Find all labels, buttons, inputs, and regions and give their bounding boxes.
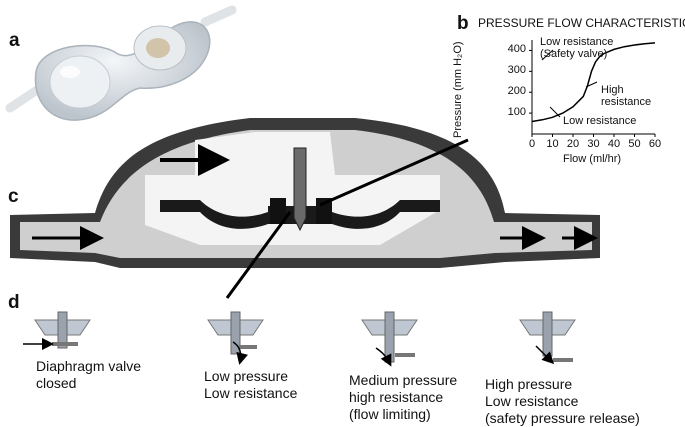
x-tick-label: 10 [546, 138, 559, 150]
valve-cross-section [10, 118, 600, 299]
chart-y-axis-label: Pressure (mm H₂O) [452, 41, 464, 138]
panel-label-d: d [8, 292, 20, 313]
pressure-flow-chart [529, 40, 656, 137]
detail-leader-line [225, 211, 292, 299]
chart-title: PRESSURE FLOW CHARACTERISTICS [478, 16, 685, 30]
valve-state-low-pressure [207, 311, 264, 365]
high-resistance-pointer [585, 81, 598, 88]
valve-state-medium-pressure [361, 311, 418, 367]
x-tick-label: 60 [648, 138, 662, 150]
y-tick-label: 100 [507, 106, 526, 119]
safety-valve-pointer [541, 49, 554, 61]
x-tick-label: 30 [587, 138, 600, 150]
x-tick-label: 50 [628, 138, 641, 150]
low-resistance-pointer [549, 106, 561, 118]
y-tick-label: 400 [507, 43, 526, 56]
y-tick-label: 200 [507, 85, 526, 98]
panel-label-b: b [457, 13, 469, 34]
valve-states [23, 311, 576, 367]
chart-leader-line [319, 138, 469, 207]
annotation-low-resistance-safety: Low resistance(Safety valve) [540, 36, 614, 60]
y-tick-label: 300 [507, 64, 526, 77]
valve-state-high-pressure [519, 311, 576, 365]
x-tick-label: 20 [566, 138, 580, 150]
chart-x-axis-label: Flow (ml/hr) [563, 153, 622, 165]
x-tick-label: 40 [607, 138, 621, 150]
valve-state-closed [23, 311, 91, 350]
x-tick-label: 0 [528, 138, 536, 150]
panel-label-a: a [9, 30, 20, 51]
annotation-low-resistance: Low resistance [563, 115, 637, 127]
device-photo [5, 5, 237, 121]
panel-label-c: c [8, 186, 19, 207]
